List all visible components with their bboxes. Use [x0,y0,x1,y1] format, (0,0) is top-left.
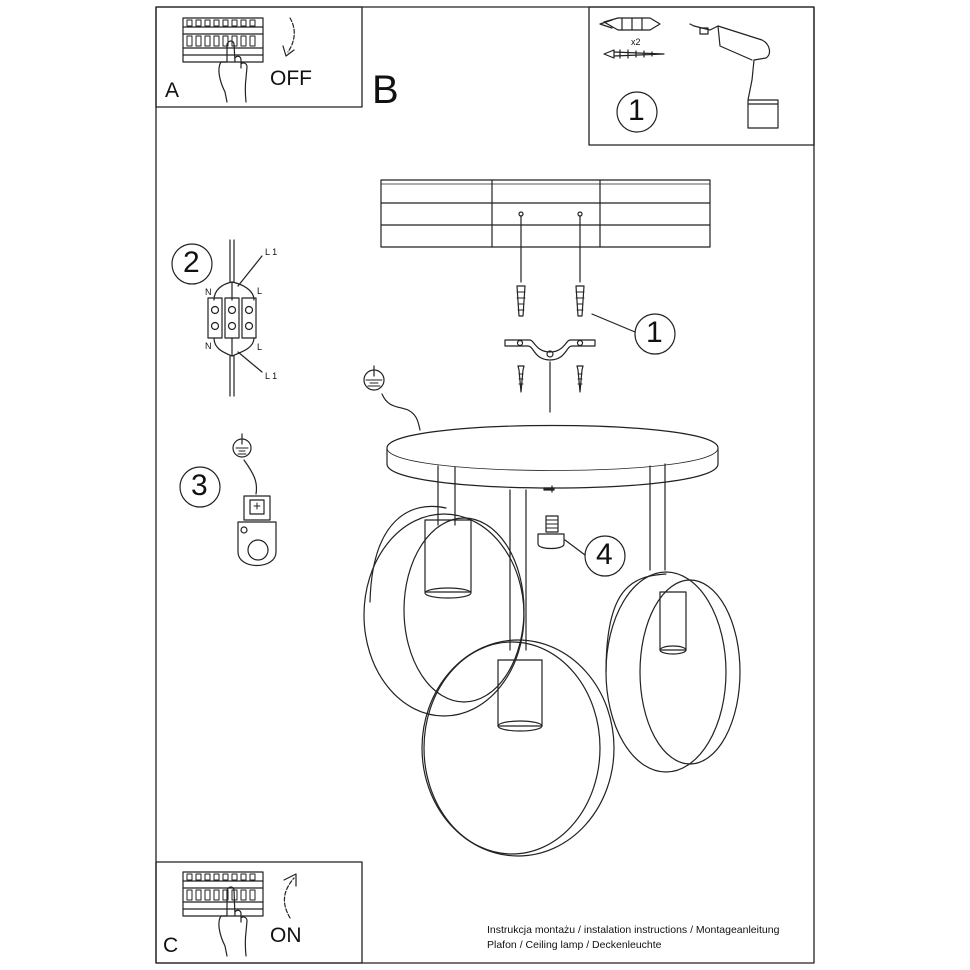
wire-n-bottom-label: N [205,341,212,351]
dowel-quantity-label: x2 [631,37,641,47]
screw-pair-icon [517,365,584,393]
wall-plug-icon [599,17,661,31]
wire-l-top-label: L [257,286,263,296]
step-4-circle [584,535,626,577]
fuse-box-on-icon [182,871,264,957]
panel-c-frame [155,861,363,964]
step-3-circle [179,466,221,508]
mounting-bracket-icon [504,339,596,361]
right-ring-lamp-icon [605,571,741,773]
earth-clamp-icon [232,433,277,566]
left-ring-lamp-icon [363,505,525,717]
panel-c-letter: C [163,934,179,957]
off-label: OFF [270,67,312,90]
wire-l1-bottom-label: L 1 [265,371,278,381]
panel-b-letter: B [372,68,399,112]
dowel-icon [516,285,585,317]
step-2-circle [171,243,213,285]
wire-n-top-label: N [205,287,212,297]
arrow-up-icon [283,873,297,919]
earth-symbol-icon [363,365,421,431]
footer-line-2: Plafon / Ceiling lamp / Deckenleuchte [487,939,662,951]
drill-icon [689,23,779,129]
fuse-box-off-icon [182,17,264,103]
panel-a-letter: A [165,79,180,102]
ceiling-plate-icon [386,424,719,489]
terminal-block-icon [207,239,263,397]
footer-line-1: Instrukcja montażu / instalation instruc… [487,924,780,936]
step-1-main-number: 1 [646,316,663,349]
step-2-number: 2 [183,246,200,279]
wire-l-bottom-label: L [257,342,263,352]
panel-a-frame [155,6,363,108]
wire-l1-top-label: L 1 [265,247,278,257]
panel-tools-frame [588,6,815,146]
sheet-frame [155,6,815,964]
screw-icon [603,49,665,59]
step-4-number: 4 [596,538,613,571]
step-1-top-circle [616,91,658,133]
step-1-top-number: 1 [628,94,645,127]
on-label: ON [270,924,302,947]
step-1-main-circle [634,313,676,355]
grub-screw-icon [537,485,565,550]
arrow-down-icon [282,17,295,57]
ceiling-icon [380,179,711,283]
center-ring-lamp-icon [421,639,615,857]
step-3-number: 3 [191,469,208,502]
